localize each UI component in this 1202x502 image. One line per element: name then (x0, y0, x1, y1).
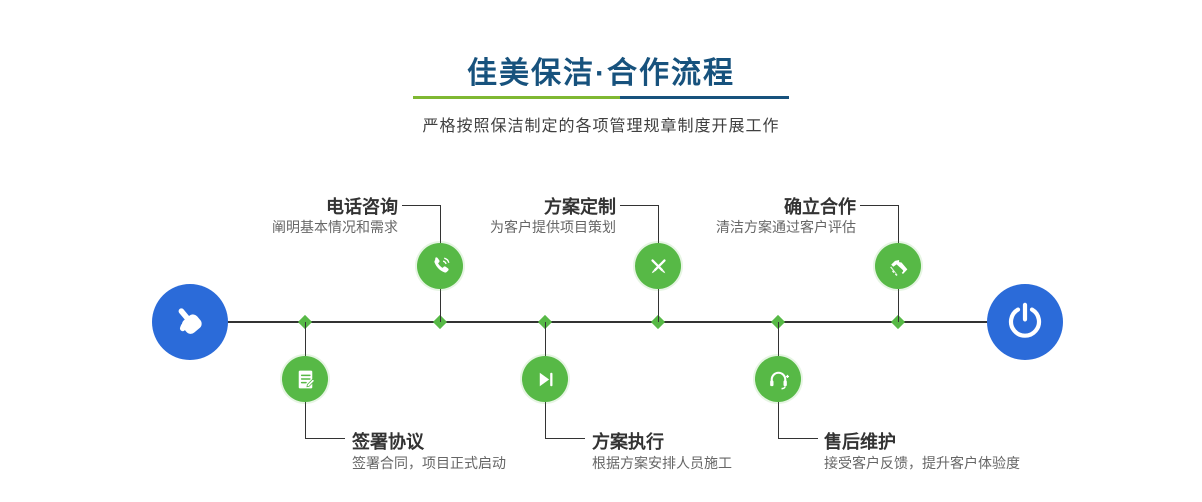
timeline-line (190, 321, 1025, 323)
step-desc-design: 为客户提供项目策划 (490, 219, 616, 235)
connector-line (545, 322, 546, 356)
step-title-execute: 方案执行 (592, 432, 664, 452)
step-node-execute (522, 356, 568, 402)
connector-line (778, 322, 779, 356)
handshake-icon (889, 259, 907, 276)
connector-line (440, 205, 441, 243)
contract-icon (298, 370, 315, 388)
design-icon (650, 258, 666, 273)
step-desc-contract: 签署合同，项目正式启动 (352, 455, 506, 471)
connector-line (620, 205, 658, 206)
hand-pointer-icon (178, 308, 202, 334)
connector-line (305, 438, 345, 439)
step-node-contract (282, 356, 328, 402)
step-desc-phone: 阐明基本情况和需求 (272, 219, 398, 235)
step-title-contract: 签署协议 (352, 432, 424, 452)
connector-line (545, 402, 546, 438)
step-title-design: 方案定制 (544, 197, 616, 217)
page-subtitle: 严格按照保洁制定的各项管理规章制度开展工作 (422, 118, 780, 135)
connector-line (402, 205, 440, 206)
end-node (987, 284, 1063, 360)
phone-icon (433, 256, 449, 273)
title-divider (413, 96, 789, 99)
step-title-service: 售后维护 (824, 432, 896, 452)
connector-line (658, 289, 659, 322)
service-icon (769, 371, 789, 389)
connector-line (898, 205, 899, 243)
step-node-phone (417, 243, 463, 289)
start-node (152, 284, 228, 360)
connector-line (545, 438, 585, 439)
step-desc-execute: 根据方案安排人员施工 (592, 455, 732, 471)
page-title: 佳美保洁·合作流程 (467, 57, 735, 90)
connector-line (898, 289, 899, 322)
step-node-service (755, 356, 801, 402)
connector-line (778, 438, 818, 439)
connector-line (305, 402, 306, 438)
power-icon (1008, 302, 1042, 338)
step-desc-service: 接受客户反馈，提升客户体验度 (824, 455, 1020, 471)
step-title-handshake: 确立合作 (784, 197, 856, 217)
connector-line (778, 402, 779, 438)
step-node-handshake (875, 243, 921, 289)
step-desc-handshake: 清洁方案通过客户评估 (716, 219, 856, 235)
step-title-phone: 电话咨询 (326, 197, 398, 217)
step-node-design (635, 243, 681, 289)
connector-line (440, 289, 441, 322)
execute-icon (539, 372, 552, 386)
connector-line (305, 322, 306, 356)
connector-line (860, 205, 898, 206)
connector-line (658, 205, 659, 243)
